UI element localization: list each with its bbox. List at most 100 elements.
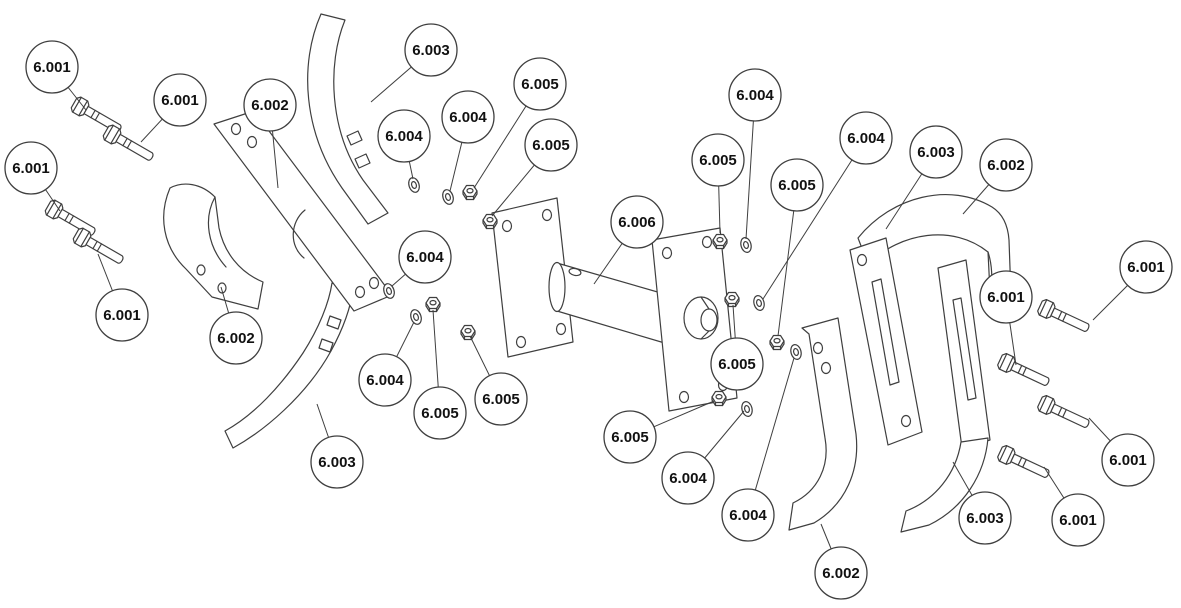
callout-6.004: 6.004 xyxy=(377,109,431,180)
callout-6.001: 6.001 xyxy=(140,73,207,143)
callout-label: 6.003 xyxy=(966,510,1004,527)
callout-6.001: 6.001 xyxy=(1092,240,1173,321)
callout-6.005: 6.005 xyxy=(691,133,745,234)
callout-balloon xyxy=(770,158,824,212)
blade-left-upper xyxy=(307,13,389,225)
callout-6.001: 6.001 xyxy=(1088,417,1155,487)
callout-balloon xyxy=(958,491,1012,545)
callout-6.003: 6.003 xyxy=(885,125,963,230)
hex-nut-part xyxy=(712,233,728,250)
callout-6.005: 6.005 xyxy=(770,158,824,337)
washer-part xyxy=(440,187,456,207)
callout-label: 6.001 xyxy=(12,160,50,177)
callout-balloon xyxy=(710,337,764,391)
callout-label: 6.004 xyxy=(736,87,774,104)
hex-bolt-part xyxy=(1035,393,1093,433)
callout-6.002: 6.002 xyxy=(814,523,868,600)
callout-6.005: 6.005 xyxy=(603,400,715,464)
callout-6.004: 6.004 xyxy=(661,410,745,505)
callout-label: 6.002 xyxy=(987,157,1025,174)
callout-label: 6.002 xyxy=(822,565,860,582)
callout-balloon xyxy=(209,311,263,365)
callout-label: 6.001 xyxy=(1127,259,1165,276)
callout-label: 6.005 xyxy=(699,152,737,169)
callout-balloon xyxy=(721,488,775,542)
callout-label: 6.004 xyxy=(366,372,404,389)
callout-balloon xyxy=(404,23,458,77)
callout-balloon xyxy=(1101,433,1155,487)
hex-bolt-part xyxy=(71,226,127,269)
washer-part xyxy=(406,175,422,195)
callout-label: 6.004 xyxy=(669,470,707,487)
callout-balloon xyxy=(153,73,207,127)
callout-6.005: 6.005 xyxy=(710,304,764,391)
hex-nut-part xyxy=(460,324,476,341)
callout-label: 6.001 xyxy=(103,307,141,324)
callout-balloon xyxy=(814,546,868,600)
callout-balloon xyxy=(413,386,467,440)
callout-label: 6.005 xyxy=(532,137,570,154)
callout-label: 6.003 xyxy=(917,144,955,161)
callout-balloon xyxy=(4,141,58,195)
hex-nut-part xyxy=(425,296,441,313)
hex-bolt-part xyxy=(1035,297,1093,337)
callout-balloon xyxy=(524,118,578,172)
mounting-bracket-left xyxy=(163,183,264,310)
washer-part xyxy=(739,399,755,419)
callout-label: 6.001 xyxy=(987,289,1025,306)
callout-balloon xyxy=(243,78,297,132)
callout-6.003: 6.003 xyxy=(952,461,1012,545)
callout-6.002: 6.002 xyxy=(209,286,263,365)
blade-right-lower xyxy=(900,437,989,533)
callout-6.005: 6.005 xyxy=(473,57,567,189)
callout-balloon xyxy=(661,451,715,505)
hex-nut-part xyxy=(462,184,478,201)
callout-balloon xyxy=(1119,240,1173,294)
callout-6.004: 6.004 xyxy=(728,68,782,240)
callout-balloon xyxy=(610,195,664,249)
callout-label: 6.001 xyxy=(1109,452,1147,469)
callout-6.004: 6.004 xyxy=(721,357,795,542)
callout-label: 6.004 xyxy=(729,507,767,524)
callout-6.004: 6.004 xyxy=(391,230,452,287)
callout-label: 6.005 xyxy=(611,429,649,446)
blade-left-lower xyxy=(224,282,354,449)
leader-line xyxy=(762,137,867,300)
callout-6.001: 6.001 xyxy=(1043,466,1105,547)
blade-plate-right-rear xyxy=(937,259,991,449)
blade-holder-plate-right xyxy=(849,237,923,446)
callout-6.001: 6.001 xyxy=(95,253,149,342)
callout-balloon xyxy=(310,435,364,489)
washer-part xyxy=(788,342,804,362)
callout-label: 6.004 xyxy=(385,128,423,145)
hex-nut-part xyxy=(724,291,740,308)
leader-line xyxy=(747,357,795,516)
hex-nut-part xyxy=(711,390,727,407)
callout-balloon xyxy=(441,90,495,144)
callout-6.001: 6.001 xyxy=(979,270,1033,366)
washer-part xyxy=(408,307,424,327)
callout-label: 6.003 xyxy=(318,454,356,471)
callout-6.002: 6.002 xyxy=(962,138,1033,215)
callout-6.003: 6.003 xyxy=(310,403,364,489)
callout-balloon xyxy=(909,125,963,179)
callout-6.005: 6.005 xyxy=(469,335,528,426)
callout-6.006: 6.006 xyxy=(593,195,664,285)
callout-label: 6.002 xyxy=(251,97,289,114)
callout-6.001: 6.001 xyxy=(25,40,87,111)
callout-balloon xyxy=(728,68,782,122)
callout-label: 6.004 xyxy=(406,249,444,266)
callout-6.004: 6.004 xyxy=(358,321,415,407)
callout-label: 6.003 xyxy=(412,42,450,59)
callout-6.005: 6.005 xyxy=(413,309,467,440)
hex-bolt-part xyxy=(101,123,157,166)
callout-balloon xyxy=(377,109,431,163)
callout-label: 6.001 xyxy=(33,59,71,76)
callout-balloon xyxy=(513,57,567,111)
hex-bolt-part xyxy=(995,443,1053,483)
callout-6.001: 6.001 xyxy=(4,141,61,212)
washer-part xyxy=(738,235,754,255)
callout-balloon xyxy=(398,230,452,284)
